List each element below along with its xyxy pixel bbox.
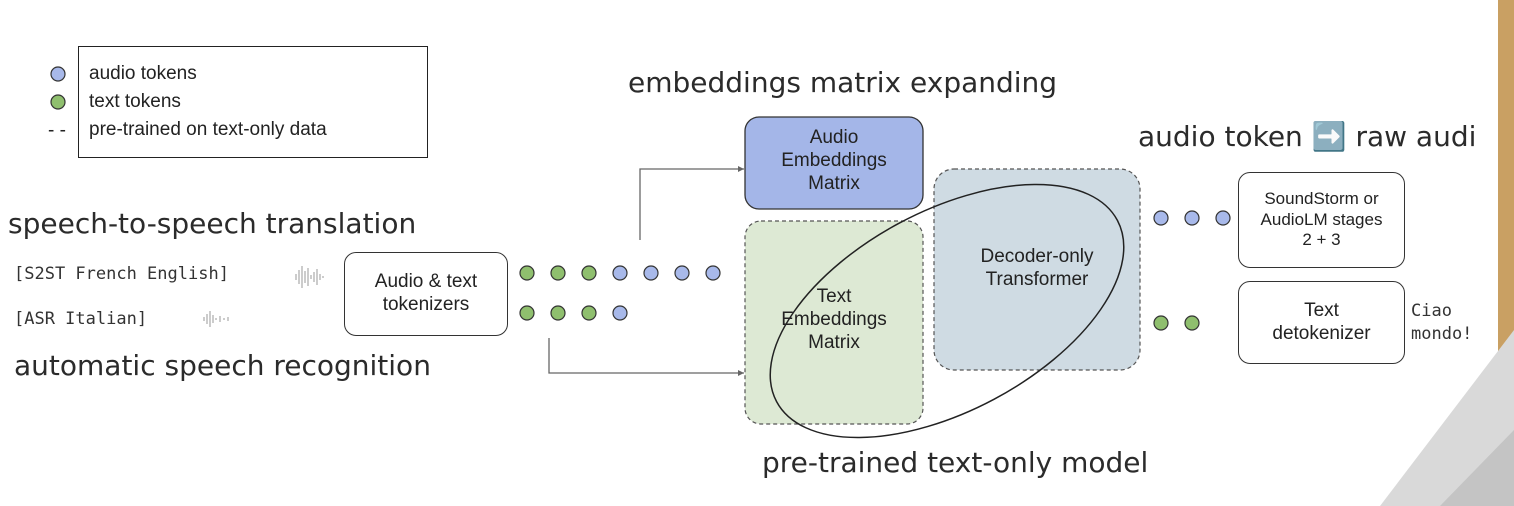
tokenizer-box: Audio & text tokenizers xyxy=(344,252,508,336)
label-s2st-task: speech-to-speech translation xyxy=(8,207,417,240)
text-token xyxy=(519,265,535,281)
text-embeddings-label: Text Embeddings Matrix xyxy=(781,286,887,354)
text-token xyxy=(581,265,597,281)
text-embeddings-region xyxy=(744,220,924,425)
arrowhead-text-embeddings xyxy=(738,370,744,376)
audio-token xyxy=(1153,210,1169,226)
audio-token xyxy=(612,265,628,281)
token-row-s2st xyxy=(519,265,721,281)
text-token xyxy=(519,305,535,321)
text-token xyxy=(1184,315,1200,331)
decoder-region xyxy=(933,168,1141,371)
label-audio-to-raw: audio token ➡️ raw audi xyxy=(1138,120,1477,153)
legend-markers xyxy=(50,66,66,110)
token-row-output-audio xyxy=(1153,210,1231,226)
s2st-waveform-icon xyxy=(295,266,324,288)
text-token xyxy=(581,305,597,321)
text-token xyxy=(550,305,566,321)
input-asr-prompt: [ASR Italian] xyxy=(14,309,148,329)
legend-row-pretrained: pre-trained on text-only data xyxy=(89,119,327,140)
text-token xyxy=(550,265,566,281)
connector-to-text-embeddings xyxy=(548,338,744,374)
label-asr-task: automatic speech recognition xyxy=(14,349,431,382)
legend-dash-marker: - - xyxy=(48,120,66,141)
detokenizer-label: Text detokenizer xyxy=(1272,299,1371,344)
audio-token xyxy=(705,265,721,281)
audio-token xyxy=(674,265,690,281)
detokenizer-box: Text detokenizer xyxy=(1238,281,1405,364)
input-s2st-prompt: [S2ST French English] xyxy=(14,264,229,284)
legend-row-text: text tokens xyxy=(89,91,181,112)
decoder-label: Decoder-only Transformer xyxy=(980,246,1094,291)
asr-waveform-icon xyxy=(203,311,229,327)
arrowhead-audio-embeddings xyxy=(738,166,744,172)
tokenizer-label: Audio & text tokenizers xyxy=(374,271,478,315)
gray-facet-large xyxy=(1380,330,1514,506)
audio-token xyxy=(1215,210,1231,226)
legend-text-token-icon xyxy=(50,94,66,110)
legend-audio-token-icon xyxy=(50,66,66,82)
audio-token xyxy=(612,305,628,321)
pretrained-model-ellipse xyxy=(769,183,1125,439)
connector-to-audio-embeddings xyxy=(639,168,744,240)
gray-facet-small xyxy=(1440,430,1514,506)
label-pretrained-model: pre-trained text-only model xyxy=(762,446,1149,479)
audio-embeddings-region xyxy=(744,116,924,210)
legend: audio tokens text tokens pre-trained on … xyxy=(78,46,428,158)
text-token xyxy=(1153,315,1169,331)
audio-token xyxy=(1184,210,1200,226)
soundstorm-box: SoundStorm or AudioLM stages 2 + 3 xyxy=(1238,172,1405,268)
output-text: Ciao mondo! xyxy=(1411,301,1473,344)
token-row-asr xyxy=(519,305,628,321)
legend-row-audio: audio tokens xyxy=(89,63,197,84)
audio-token xyxy=(643,265,659,281)
token-row-output-text xyxy=(1153,315,1200,331)
soundstorm-label: SoundStorm or AudioLM stages 2 + 3 xyxy=(1260,189,1383,250)
label-embeddings-expanding: embeddings matrix expanding xyxy=(628,66,1058,99)
audio-embeddings-label: Audio Embeddings Matrix xyxy=(781,127,887,195)
